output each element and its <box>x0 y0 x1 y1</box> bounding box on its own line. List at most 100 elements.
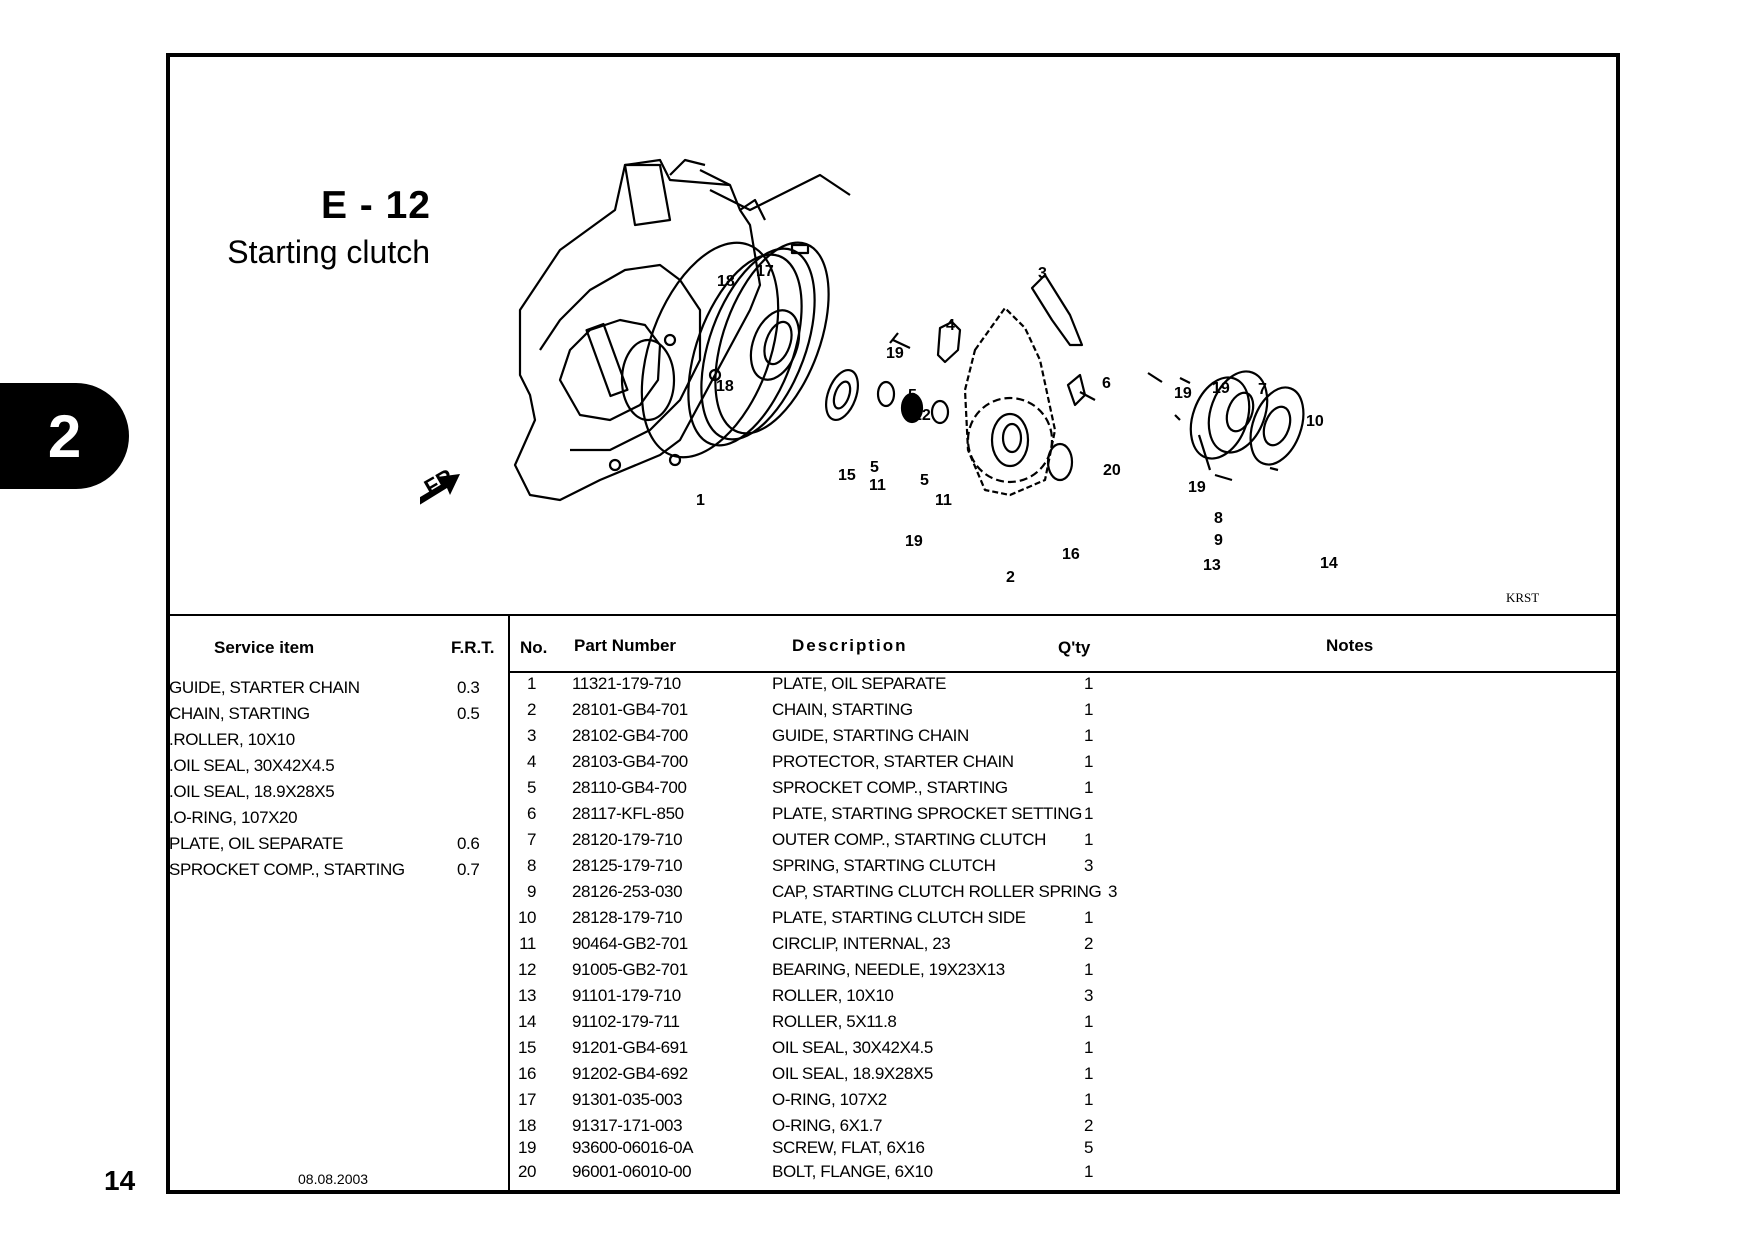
part-qty: 1 <box>1084 830 1094 849</box>
service-item-frt: 0.6 <box>457 834 480 853</box>
page-number: 14 <box>104 1165 136 1196</box>
part-qty: 3 <box>1108 882 1118 901</box>
part-number: 28126-253-030 <box>572 882 683 901</box>
exploded-diagram: FR 1 2 3 4 5 5 5 6 7 8 9 10 11 11 12 13 … <box>420 158 1338 586</box>
part-qty: 1 <box>1084 1038 1094 1057</box>
part-description: BEARING, NEEDLE, 19X23X13 <box>772 960 1005 979</box>
part-no: 2 <box>526 700 536 719</box>
section-code: E - 12 <box>320 184 431 227</box>
header-rule <box>510 671 1620 673</box>
part-description: OUTER COMP., STARTING CLUTCH <box>772 830 1047 849</box>
part-number: 28125-179-710 <box>572 856 683 875</box>
callout-5a: 5 <box>908 387 917 404</box>
part-qty: 1 <box>1084 700 1094 719</box>
part-number: 28101-GB4-701 <box>572 700 688 719</box>
service-item-name: PLATE, OIL SEPARATE <box>169 834 344 853</box>
part-number: 91201-GB4-691 <box>572 1038 688 1057</box>
header-description: Description <box>792 636 908 655</box>
part-number: 28102-GB4-700 <box>572 726 688 745</box>
callout-13: 13 <box>1203 557 1221 574</box>
page-frame <box>166 53 1620 1194</box>
part-qty: 1 <box>1084 960 1094 979</box>
part-qty: 3 <box>1084 856 1094 875</box>
callout-19c: 19 <box>1174 385 1192 402</box>
part-qty: 1 <box>1084 1012 1094 1031</box>
part-number: 28103-GB4-700 <box>572 752 688 771</box>
service-item-name: .O-RING, 107X20 <box>169 808 298 827</box>
service-item-frt: 0.3 <box>457 678 480 697</box>
part-number: 90464-GB2-701 <box>572 934 688 953</box>
part-description: PLATE, STARTING SPROCKET SETTING <box>772 804 1082 823</box>
callout-3: 3 <box>1038 265 1047 282</box>
part-no: 5 <box>526 778 536 797</box>
callout-18a: 18 <box>717 273 735 290</box>
part-description: CAP, STARTING CLUTCH ROLLER SPRING <box>772 882 1102 901</box>
part-qty: 3 <box>1084 986 1094 1005</box>
callout-17: 17 <box>756 263 774 280</box>
part-no: 13 <box>518 986 537 1005</box>
callout-11a: 11 <box>869 477 886 494</box>
callout-12: 12 <box>913 407 931 424</box>
part-number: 93600-06016-0A <box>572 1138 694 1157</box>
part-qty: 1 <box>1084 1162 1094 1181</box>
callout-10: 10 <box>1306 413 1324 430</box>
part-qty: 1 <box>1084 778 1094 797</box>
part-no: 14 <box>518 1012 537 1031</box>
part-number: 91301-035-003 <box>572 1090 683 1109</box>
part-description: O-RING, 6X1.7 <box>772 1116 883 1135</box>
service-item-name: GUIDE, STARTER CHAIN <box>169 678 360 697</box>
part-no: 6 <box>526 804 536 823</box>
oil-separate-plate-drawing <box>687 241 830 447</box>
part-description: CHAIN, STARTING <box>772 700 913 719</box>
part-qty: 1 <box>1084 1090 1094 1109</box>
part-no: 20 <box>518 1162 537 1181</box>
header-no: No. <box>520 638 548 657</box>
part-qty: 1 <box>1084 726 1094 745</box>
callout-6: 6 <box>1102 375 1111 392</box>
part-description: PLATE, OIL SEPARATE <box>772 674 947 693</box>
part-no: 19 <box>518 1138 537 1157</box>
part-no: 4 <box>526 752 536 771</box>
table-top-rule <box>166 614 1620 616</box>
part-number: 28110-GB4-700 <box>572 778 687 797</box>
callout-7: 7 <box>1258 381 1267 398</box>
table-divider <box>508 614 510 1194</box>
callout-8: 8 <box>1214 510 1223 527</box>
callout-20: 20 <box>1103 462 1121 479</box>
callout-19e: 19 <box>1188 479 1206 496</box>
part-no: 7 <box>526 830 536 849</box>
part-number: 96001-06010-00 <box>572 1162 692 1181</box>
part-no: 10 <box>518 908 537 927</box>
part-qty: 1 <box>1084 1064 1094 1083</box>
callout-18b: 18 <box>716 378 734 395</box>
service-item-frt: 0.5 <box>457 704 480 723</box>
header-part-number: Part Number <box>574 636 677 655</box>
part-number: 28120-179-710 <box>572 830 683 849</box>
service-item-name: .ROLLER, 10X10 <box>169 730 295 749</box>
part-no: 17 <box>518 1090 537 1109</box>
callout-1: 1 <box>696 492 705 509</box>
header-qty: Q'ty <box>1058 638 1091 657</box>
section-tab: 2 <box>0 383 129 489</box>
part-qty: 2 <box>1084 934 1094 953</box>
part-no: 3 <box>526 726 536 745</box>
callout-15: 15 <box>838 467 856 484</box>
part-description: SPROCKET COMP., STARTING <box>772 778 1008 797</box>
callout-4: 4 <box>946 317 955 334</box>
service-item-frt: 0.7 <box>457 860 480 879</box>
part-qty: 5 <box>1084 1138 1094 1157</box>
callout-2: 2 <box>1006 569 1015 586</box>
callout-5c: 5 <box>920 472 929 489</box>
part-number: 28128-179-710 <box>572 908 683 927</box>
part-number: 91202-GB4-692 <box>572 1064 688 1083</box>
part-description: ROLLER, 5X11.8 <box>772 1012 897 1031</box>
callout-14: 14 <box>1320 555 1338 572</box>
part-description: O-RING, 107X2 <box>772 1090 887 1109</box>
part-number: 91101-179-710 <box>572 986 681 1005</box>
header-frt: F.R.T. <box>451 638 495 657</box>
header-notes: Notes <box>1326 636 1374 655</box>
service-item-name: .OIL SEAL, 30X42X4.5 <box>169 756 335 775</box>
part-qty: 1 <box>1084 752 1094 771</box>
part-description: SPRING, STARTING CLUTCH <box>772 856 996 875</box>
part-no: 8 <box>526 856 536 875</box>
